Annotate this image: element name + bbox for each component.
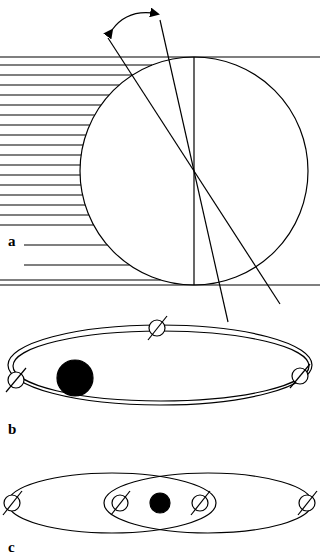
- planet-symbol: [6, 368, 26, 392]
- orbit-ellipse: [13, 331, 309, 401]
- boundary-line: [0, 56, 320, 57]
- boundary-line: [0, 284, 320, 285]
- sun: [57, 360, 93, 396]
- orbit-ellipse: [104, 473, 312, 533]
- sun: [150, 493, 170, 513]
- tilted-axis: [160, 20, 228, 322]
- part-letter: b: [7, 422, 17, 437]
- part-letter: a: [7, 234, 17, 249]
- planet-symbol: [191, 491, 210, 515]
- planet-symbol: [3, 491, 22, 515]
- planet-symbol: [290, 364, 310, 388]
- orbit-ellipse: [8, 473, 216, 533]
- rotation-arrow: [112, 13, 158, 30]
- part-letter: c: [7, 540, 16, 555]
- planet-symbol: [111, 491, 130, 515]
- planet-symbol: [148, 316, 167, 340]
- orbit-ellipse: [8, 325, 312, 405]
- planet-symbol: [298, 491, 317, 515]
